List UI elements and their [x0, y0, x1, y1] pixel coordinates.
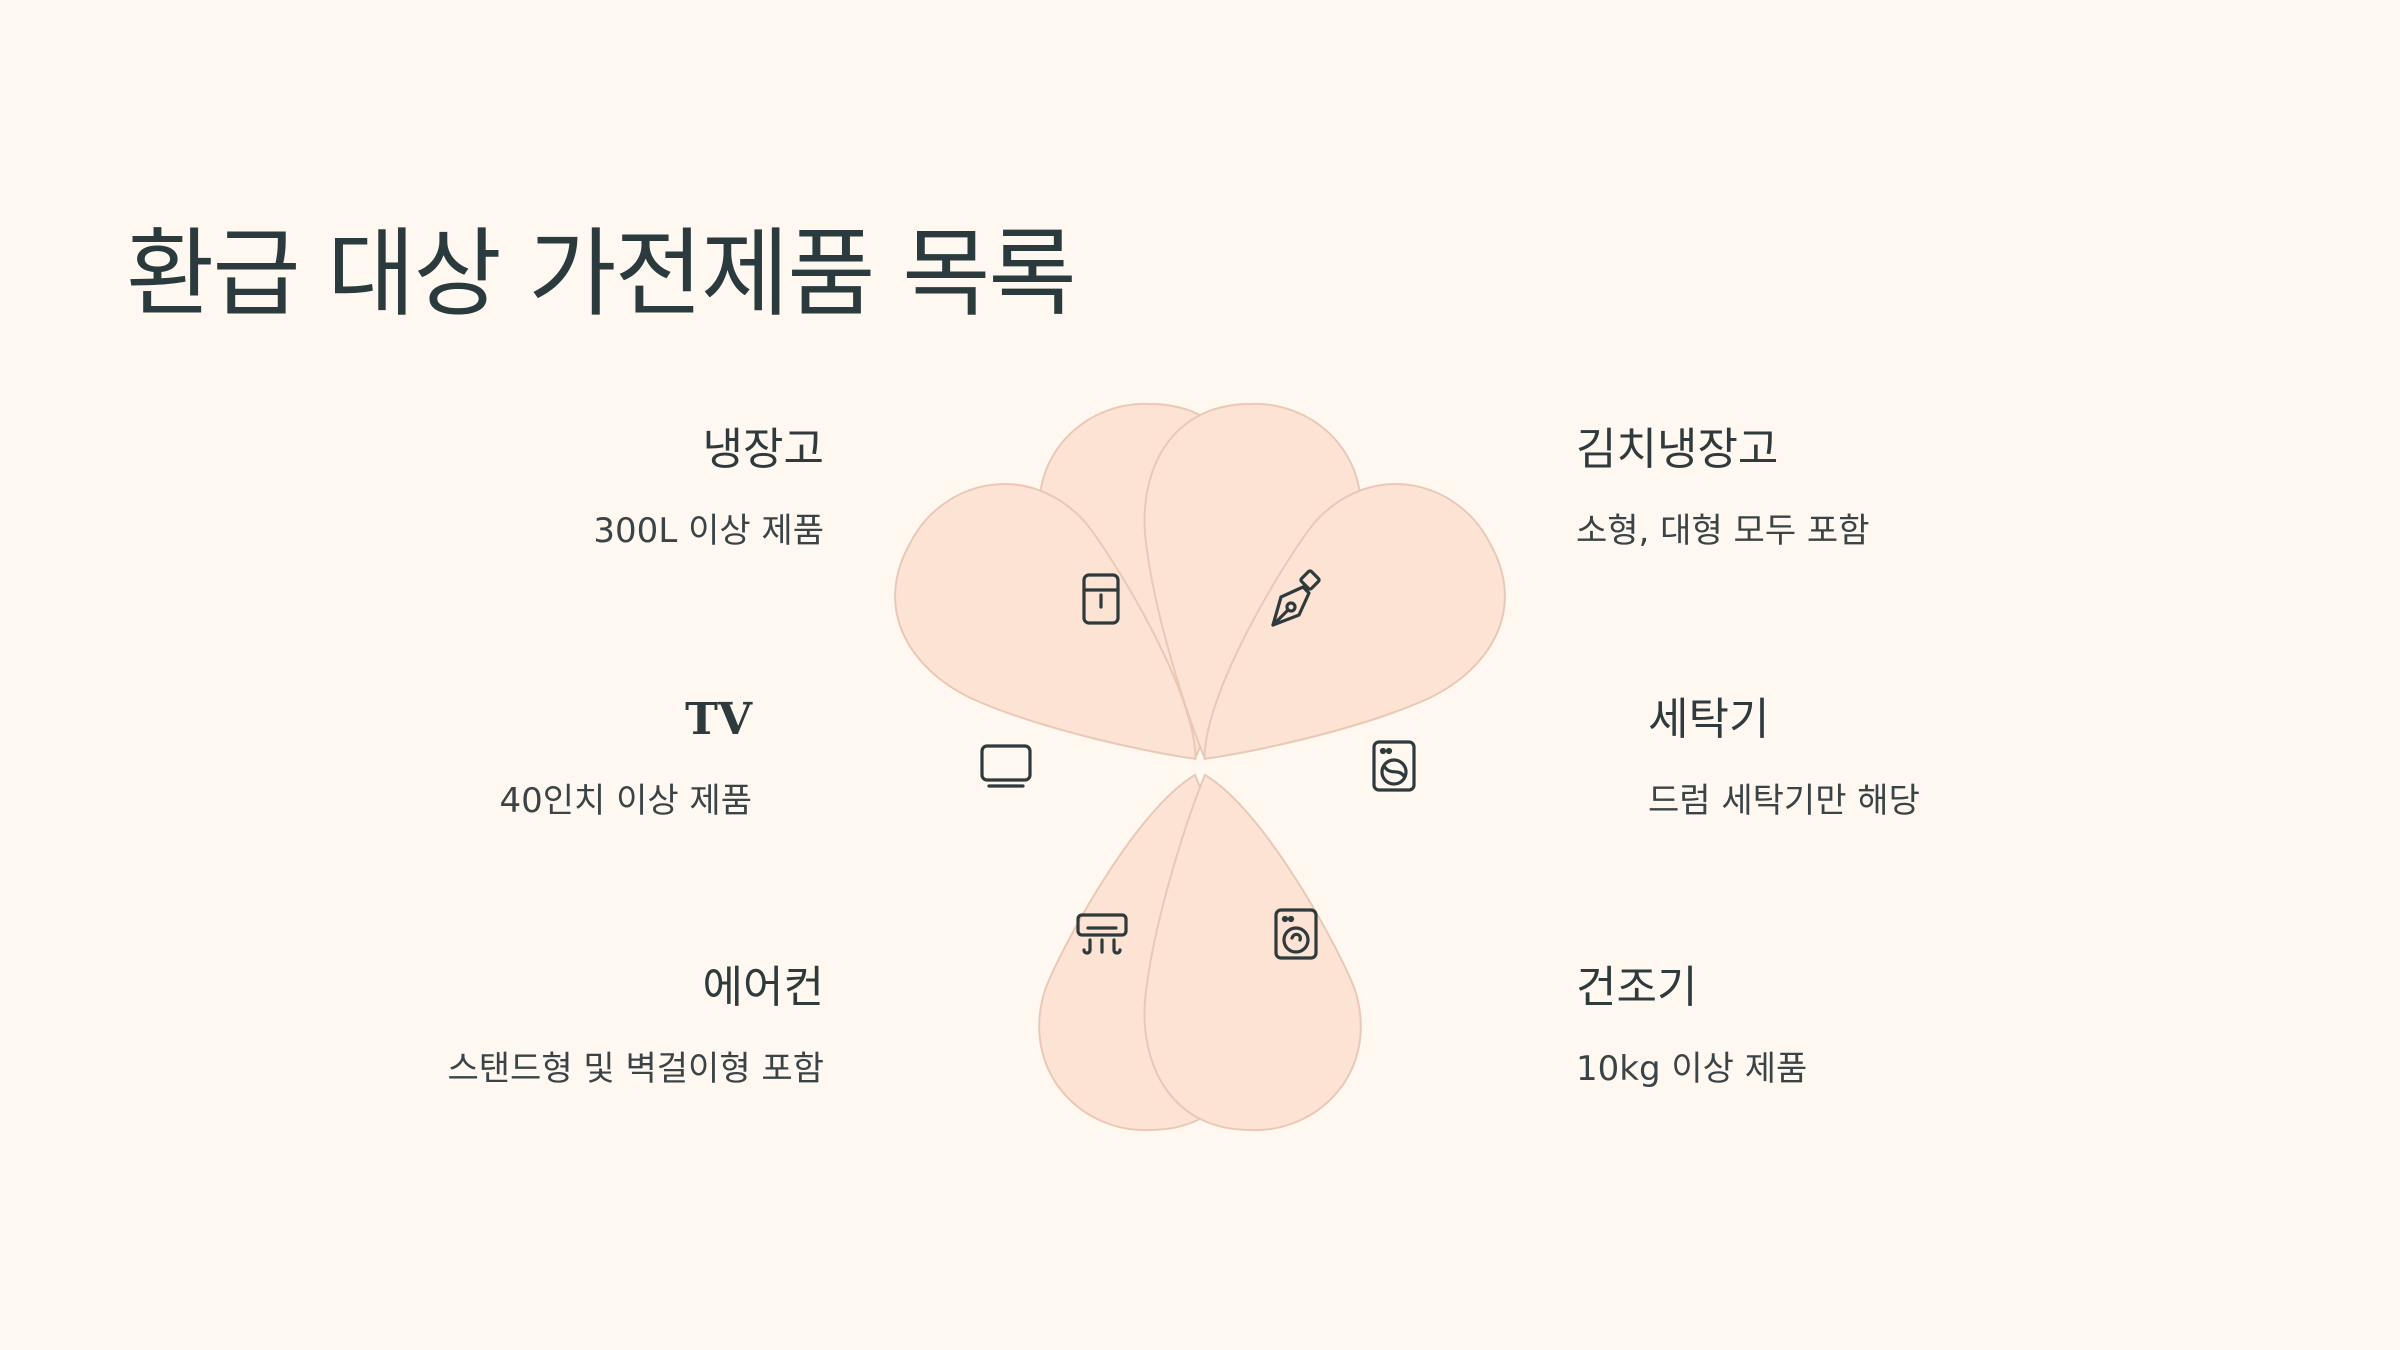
item-fridge-desc: 300L 이상 제품	[593, 510, 824, 551]
item-fridge: 냉장고 300L 이상 제품	[593, 424, 824, 552]
page-title: 환급 대상 가전제품 목록	[126, 218, 1077, 330]
item-kimchi-desc: 소형, 대형 모두 포함	[1576, 510, 1870, 551]
item-tv: TV 40인치 이상 제품	[499, 694, 752, 822]
item-dryer-desc: 10kg 이상 제품	[1576, 1048, 1808, 1089]
item-washer-desc: 드럼 세탁기만 해당	[1648, 780, 1920, 821]
item-aircon-desc: 스탠드형 및 벽걸이형 포함	[447, 1048, 824, 1089]
item-tv-desc: 40인치 이상 제품	[499, 780, 752, 821]
tv-icon	[980, 744, 1032, 788]
item-kimchi-name: 김치냉장고	[1576, 424, 1779, 475]
air-conditioner-icon	[1076, 913, 1128, 955]
item-fridge-name: 냉장고	[702, 424, 824, 475]
item-dryer-name: 건조기	[1576, 962, 1698, 1013]
item-washer-name: 세탁기	[1648, 694, 1770, 745]
pen-nib-icon	[1271, 569, 1321, 627]
washing-machine-icon	[1372, 740, 1416, 792]
dryer-icon	[1274, 908, 1318, 960]
item-aircon-name: 에어컨	[702, 962, 824, 1013]
item-dryer: 건조기 10kg 이상 제품	[1576, 962, 1807, 1090]
item-aircon: 에어컨 스탠드형 및 벽걸이형 포함	[447, 962, 824, 1090]
item-washer: 세탁기 드럼 세탁기만 해당	[1648, 694, 1920, 822]
refrigerator-icon	[1082, 573, 1120, 625]
item-kimchi: 김치냉장고 소형, 대형 모두 포함	[1576, 424, 1869, 552]
item-tv-name: TV	[685, 694, 752, 745]
